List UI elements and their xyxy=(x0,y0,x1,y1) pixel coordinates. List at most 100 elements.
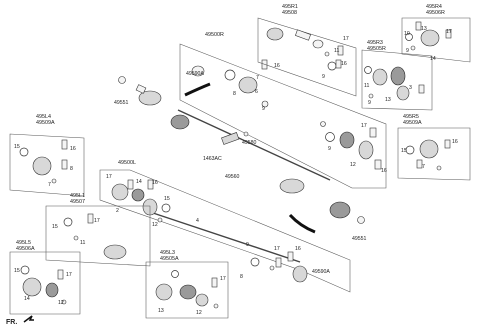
box-495L1 xyxy=(45,205,151,267)
svg-text:16: 16 xyxy=(70,146,76,152)
svg-text:8: 8 xyxy=(233,91,236,97)
svg-text:12: 12 xyxy=(196,310,202,316)
box-495R1 xyxy=(257,17,357,97)
svg-text:9: 9 xyxy=(262,106,265,112)
bolt-49580 xyxy=(243,131,249,137)
svg-text:16: 16 xyxy=(295,246,301,252)
svg-text:11: 11 xyxy=(364,83,369,89)
svg-text:15: 15 xyxy=(52,224,58,230)
nut-49551 xyxy=(118,76,126,84)
front-label: FR. xyxy=(6,319,17,326)
rh-clamp-2 xyxy=(369,127,377,138)
svg-text:11: 11 xyxy=(80,240,85,246)
svg-text:16: 16 xyxy=(274,63,280,69)
svg-text:15: 15 xyxy=(14,268,20,274)
box-495R4 xyxy=(401,17,471,63)
svg-text:14: 14 xyxy=(24,296,30,302)
svg-text:9: 9 xyxy=(246,242,249,248)
box-495L3 xyxy=(145,261,229,319)
label-49551: 49551 xyxy=(114,100,129,106)
svg-text:11: 11 xyxy=(334,48,339,54)
svg-text:10: 10 xyxy=(404,31,410,37)
svg-text:8: 8 xyxy=(70,166,73,172)
svg-text:14: 14 xyxy=(430,56,436,62)
svg-text:15: 15 xyxy=(164,196,170,202)
rh-outer-cv xyxy=(138,90,162,106)
lh-driveshaft-assembly xyxy=(99,169,351,293)
rh-frame xyxy=(179,43,387,189)
svg-text:7: 7 xyxy=(256,75,259,81)
svg-text:16: 16 xyxy=(452,139,458,145)
rh-driveshaft-assembly xyxy=(135,43,387,189)
label-49560: 49560 xyxy=(225,174,240,180)
svg-text:14: 14 xyxy=(136,179,142,185)
rh-pointer xyxy=(184,82,211,97)
svg-text:7: 7 xyxy=(48,182,51,188)
svg-text:3: 3 xyxy=(409,85,412,91)
svg-text:9: 9 xyxy=(406,48,409,54)
svg-text:9: 9 xyxy=(368,100,371,106)
svg-text:12: 12 xyxy=(350,162,356,168)
nut-49551-b xyxy=(357,216,365,224)
front-indicator: FR. xyxy=(6,315,34,326)
rh-housing xyxy=(358,140,374,160)
label-49551-b: 49551 xyxy=(352,236,367,242)
svg-text:8: 8 xyxy=(240,274,243,280)
svg-text:17: 17 xyxy=(94,218,100,224)
svg-text:13: 13 xyxy=(385,97,391,103)
svg-text:17: 17 xyxy=(220,276,226,282)
rh-circlip xyxy=(224,69,236,81)
rh-ring-1 xyxy=(191,65,205,77)
rh-boot xyxy=(135,84,147,94)
box-495R3 xyxy=(361,49,433,111)
svg-text:17: 17 xyxy=(446,29,452,35)
svg-text:12: 12 xyxy=(58,300,64,306)
svg-text:49590A: 49590A xyxy=(312,269,330,275)
rh-boot-2 xyxy=(238,76,258,94)
rh-shaft xyxy=(177,109,331,181)
svg-text:12: 12 xyxy=(152,222,158,228)
rh-clamp-3 xyxy=(374,159,382,170)
svg-text:49590A: 49590A xyxy=(186,71,204,77)
rh-ring-3 xyxy=(320,121,326,127)
svg-text:13: 13 xyxy=(421,26,427,32)
box-495L4 xyxy=(9,133,85,197)
svg-text:17: 17 xyxy=(106,174,112,180)
svg-text:16: 16 xyxy=(381,168,387,174)
svg-text:6: 6 xyxy=(255,89,258,95)
svg-text:16: 16 xyxy=(152,180,158,186)
svg-text:2: 2 xyxy=(116,208,119,214)
rh-inner-cv xyxy=(170,114,190,130)
svg-text:17: 17 xyxy=(66,272,72,278)
svg-text:9: 9 xyxy=(328,146,331,152)
svg-text:15: 15 xyxy=(401,148,407,154)
box-495L5 xyxy=(9,251,81,315)
label-49580: 49580 xyxy=(242,140,257,146)
center-parts xyxy=(118,76,365,224)
title-49500L: 49500L xyxy=(118,160,136,166)
label-1463AC: 1463AC xyxy=(203,156,222,162)
svg-text:13: 13 xyxy=(158,308,164,314)
svg-text:17: 17 xyxy=(361,123,367,129)
rh-washer xyxy=(261,100,269,108)
svg-text:16: 16 xyxy=(341,61,347,67)
rh-ring-2 xyxy=(325,132,335,142)
title-49500R: 49500R xyxy=(205,32,224,38)
box-495R5 xyxy=(397,127,471,181)
svg-text:17: 17 xyxy=(343,36,349,42)
front-arrow-icon xyxy=(23,315,34,323)
bracket-49560 xyxy=(221,132,240,145)
svg-text:9: 9 xyxy=(322,74,325,80)
svg-text:17: 17 xyxy=(274,246,280,252)
svg-text:15: 15 xyxy=(14,144,20,150)
rh-tripod xyxy=(339,131,355,149)
